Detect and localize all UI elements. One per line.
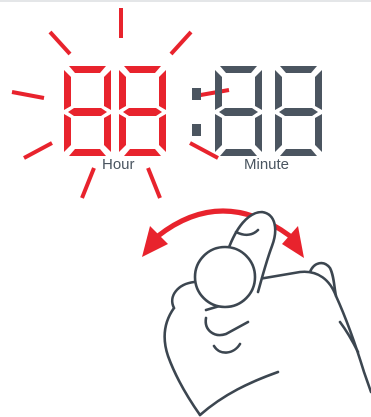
knob-icon xyxy=(195,247,255,307)
hour-label: Hour xyxy=(102,156,135,173)
hour-digits xyxy=(64,66,166,156)
minute-digits xyxy=(215,66,322,156)
colon-separator xyxy=(192,88,201,136)
minute-label: Minute xyxy=(244,156,289,173)
hand-icon xyxy=(165,212,371,415)
